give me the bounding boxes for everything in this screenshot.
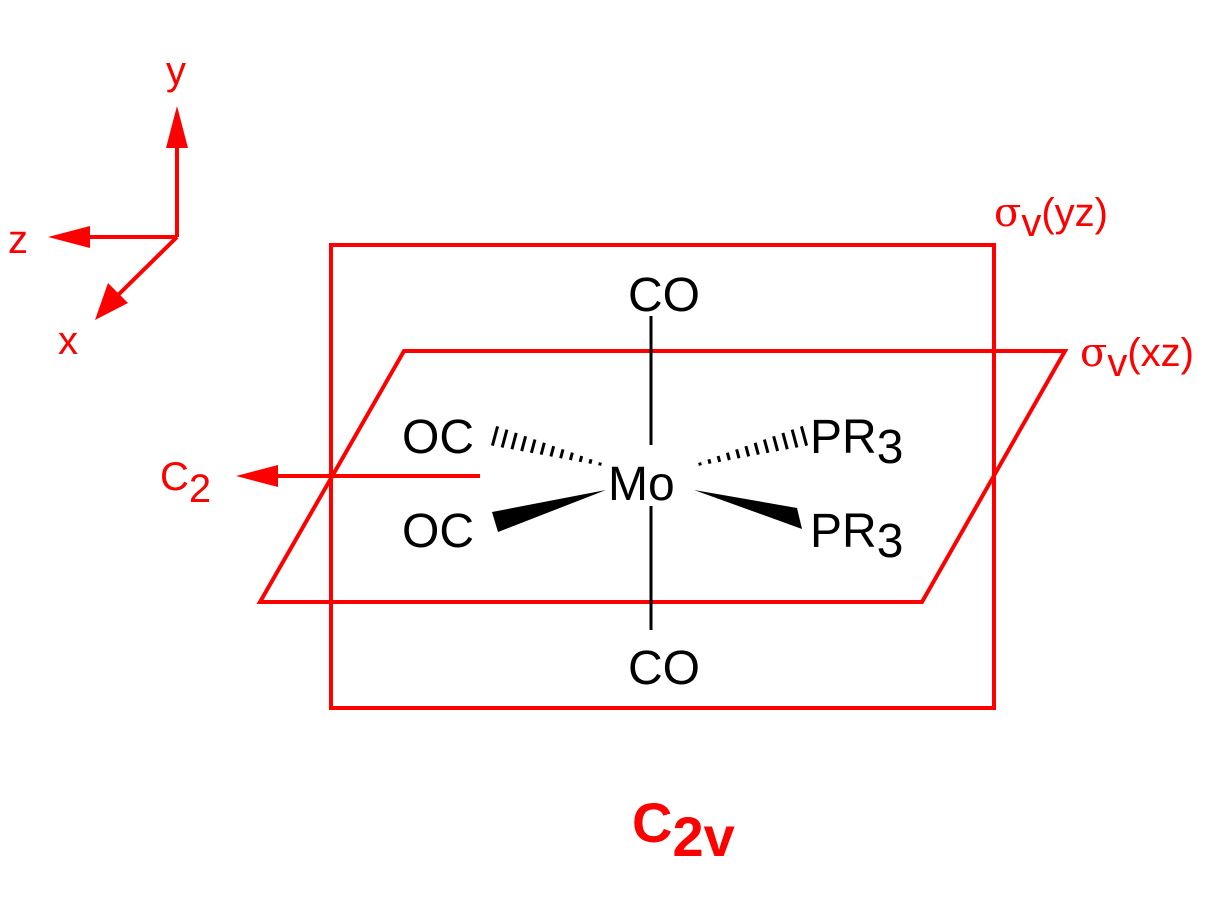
ligand-back-left-label: OC xyxy=(402,411,474,464)
ligand-back-right-base: PR xyxy=(810,411,877,464)
point-group-label: C2v xyxy=(632,791,735,868)
hashed-bond-mo-oc-left xyxy=(490,425,602,466)
hash-stroke xyxy=(744,445,751,457)
hash-stroke xyxy=(520,435,528,452)
sigma-v-yz-label: σv(yz) xyxy=(994,190,1108,245)
hash-stroke xyxy=(588,458,593,465)
ligand-back-right-subscript: 3 xyxy=(877,421,904,474)
hash-stroke xyxy=(735,448,741,459)
hash-stroke xyxy=(698,462,702,466)
ligand-front-right-label: PR3 xyxy=(810,505,903,568)
hash-stroke xyxy=(753,442,760,456)
ligand-front-right-base: PR xyxy=(810,505,877,558)
c2-axis-label: C2 xyxy=(160,455,211,511)
ligand-front-left-label: OC xyxy=(402,505,474,558)
c2-axis-symbol: C xyxy=(160,455,189,499)
coordinate-axes: y z x xyxy=(8,49,188,363)
ligand-back-right-label: PR3 xyxy=(810,411,903,474)
hash-stroke xyxy=(790,429,799,448)
hash-stroke xyxy=(559,448,565,459)
hash-stroke xyxy=(578,455,584,463)
sigma-v-xz-suffix: (xz) xyxy=(1127,331,1194,375)
hash-stroke xyxy=(707,458,712,465)
hash-stroke xyxy=(510,432,518,450)
z-axis-label: z xyxy=(8,218,28,262)
hash-stroke xyxy=(500,429,509,448)
hash-stroke xyxy=(799,425,809,447)
wedge-bond-mo-oc-left xyxy=(492,490,606,532)
hash-stroke xyxy=(725,452,731,461)
y-axis-label: y xyxy=(166,49,186,93)
hash-stroke xyxy=(781,432,789,450)
sigma-v-xz-symbol: σ xyxy=(1080,330,1107,376)
sigma-v-xz-subscript: v xyxy=(1107,341,1127,385)
hash-stroke xyxy=(762,439,770,454)
hash-stroke xyxy=(490,425,500,447)
z-axis-arrowhead xyxy=(48,226,90,248)
c2-axis-arrowhead xyxy=(236,465,278,487)
sigma-v-xz-label: σv(xz) xyxy=(1080,330,1194,385)
hash-stroke xyxy=(549,445,556,457)
c2-axis-subscript: 2 xyxy=(189,467,211,511)
point-group-subscript: 2v xyxy=(672,805,734,868)
hashed-bond-mo-pr3-right xyxy=(698,425,809,466)
sigma-v-yz-suffix: (yz) xyxy=(1041,191,1108,235)
hash-stroke xyxy=(772,435,780,452)
ligand-top-label: CO xyxy=(628,269,700,322)
x-axis-label: x xyxy=(58,319,78,363)
sigma-v-yz-symbol: σ xyxy=(994,190,1021,236)
x-axis-arrowhead xyxy=(95,283,128,320)
sigma-v-yz-subscript: v xyxy=(1021,201,1041,245)
ligand-front-right-subscript: 3 xyxy=(877,515,904,568)
hash-stroke xyxy=(539,442,546,456)
wedge-bond-mo-pr3-right xyxy=(694,490,802,529)
x-axis-line xyxy=(110,235,179,303)
point-group-symbol: C xyxy=(632,791,672,854)
hash-stroke xyxy=(529,439,537,454)
hash-stroke xyxy=(716,455,722,463)
sigma-v-xz-plane xyxy=(256,349,1069,604)
hash-stroke xyxy=(568,452,574,461)
metal-label: Mo xyxy=(608,458,675,511)
molecule-bonds xyxy=(490,316,809,630)
y-axis-arrowhead xyxy=(166,106,188,148)
ligand-bottom-label: CO xyxy=(628,642,700,695)
c2-axis: C2 xyxy=(160,455,480,511)
hash-stroke xyxy=(598,462,602,466)
